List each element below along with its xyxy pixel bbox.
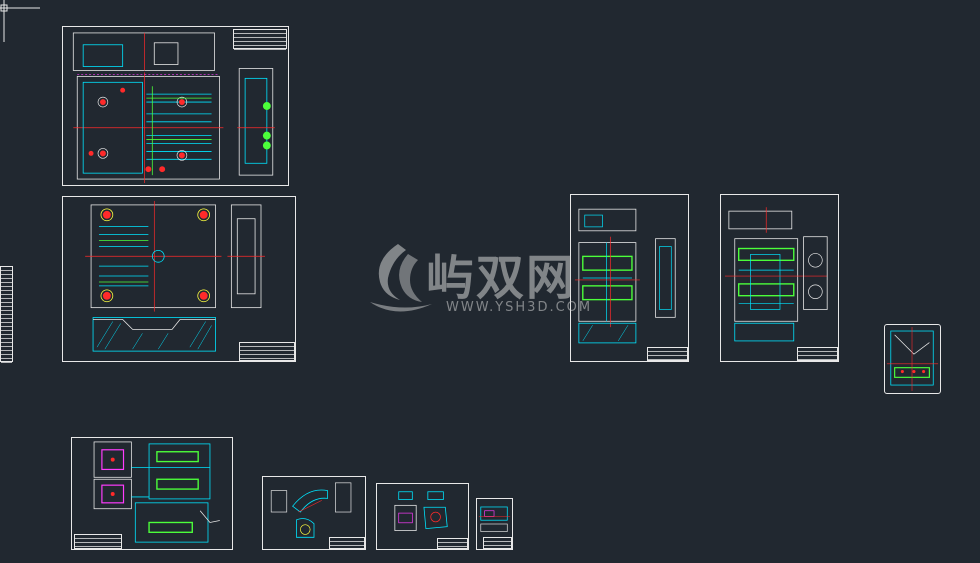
drawing-sheet-3[interactable] <box>570 194 689 362</box>
title-block <box>239 342 295 361</box>
title-block <box>329 537 365 550</box>
drawing-sheet-4[interactable] <box>720 194 839 362</box>
title-block <box>797 347 838 361</box>
drawing-sheet-7[interactable] <box>262 476 366 550</box>
title-block <box>74 534 122 549</box>
title-block <box>233 29 287 50</box>
watermark-brand: 屿双网 <box>426 250 577 306</box>
offscreen-title-block <box>0 266 13 363</box>
drawing-sheet-8[interactable] <box>376 483 469 550</box>
drawing-sheet-6[interactable] <box>71 437 233 550</box>
drawing-sheet-9[interactable] <box>476 498 513 550</box>
title-block <box>647 347 688 361</box>
watermark-url: WWW.YSH3D.COM <box>446 300 593 315</box>
ucs-axis-icon <box>0 0 40 42</box>
title-block <box>483 537 512 549</box>
drawing-sheet-1[interactable] <box>62 26 289 186</box>
watermark: 屿双网 WWW.YSH3D.COM <box>366 236 686 328</box>
drawing-sheet-5[interactable] <box>884 324 941 394</box>
drawing-sheet-2[interactable] <box>62 196 296 362</box>
title-block <box>437 538 468 549</box>
logo-icon <box>370 244 432 312</box>
